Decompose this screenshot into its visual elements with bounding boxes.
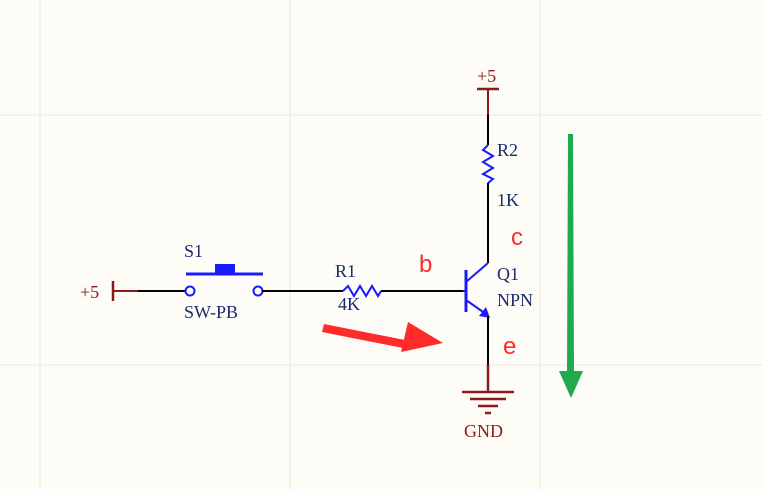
vcc-top-symbol[interactable] xyxy=(477,87,499,115)
emitter-annotation: e xyxy=(503,333,516,360)
gnd-label: GND xyxy=(464,421,503,441)
vcc-top-label: +5 xyxy=(477,66,496,86)
vcc-left-symbol[interactable] xyxy=(111,281,138,301)
q1-value-label: NPN xyxy=(497,290,533,310)
gnd-symbol[interactable] xyxy=(462,365,514,415)
q1-transistor[interactable] xyxy=(463,262,490,318)
r2-ref-label: R2 xyxy=(497,140,518,160)
q1-ref-label: Q1 xyxy=(497,264,519,284)
r2-resistor[interactable] xyxy=(480,144,495,184)
green-arrow-down xyxy=(559,134,583,398)
r1-ref-label: R1 xyxy=(335,261,356,281)
collector-annotation: c xyxy=(511,224,523,251)
r1-value-label: 4K xyxy=(338,294,360,314)
base-annotation: b xyxy=(419,251,432,278)
s1-switch[interactable] xyxy=(184,264,264,297)
red-arrow xyxy=(322,322,443,352)
r2-value-label: 1K xyxy=(497,190,519,210)
vcc-left-label: +5 xyxy=(80,282,99,302)
s1-ref-label: S1 xyxy=(184,241,203,261)
r1-resistor[interactable] xyxy=(342,284,382,298)
s1-value-label: SW-PB xyxy=(184,302,238,322)
